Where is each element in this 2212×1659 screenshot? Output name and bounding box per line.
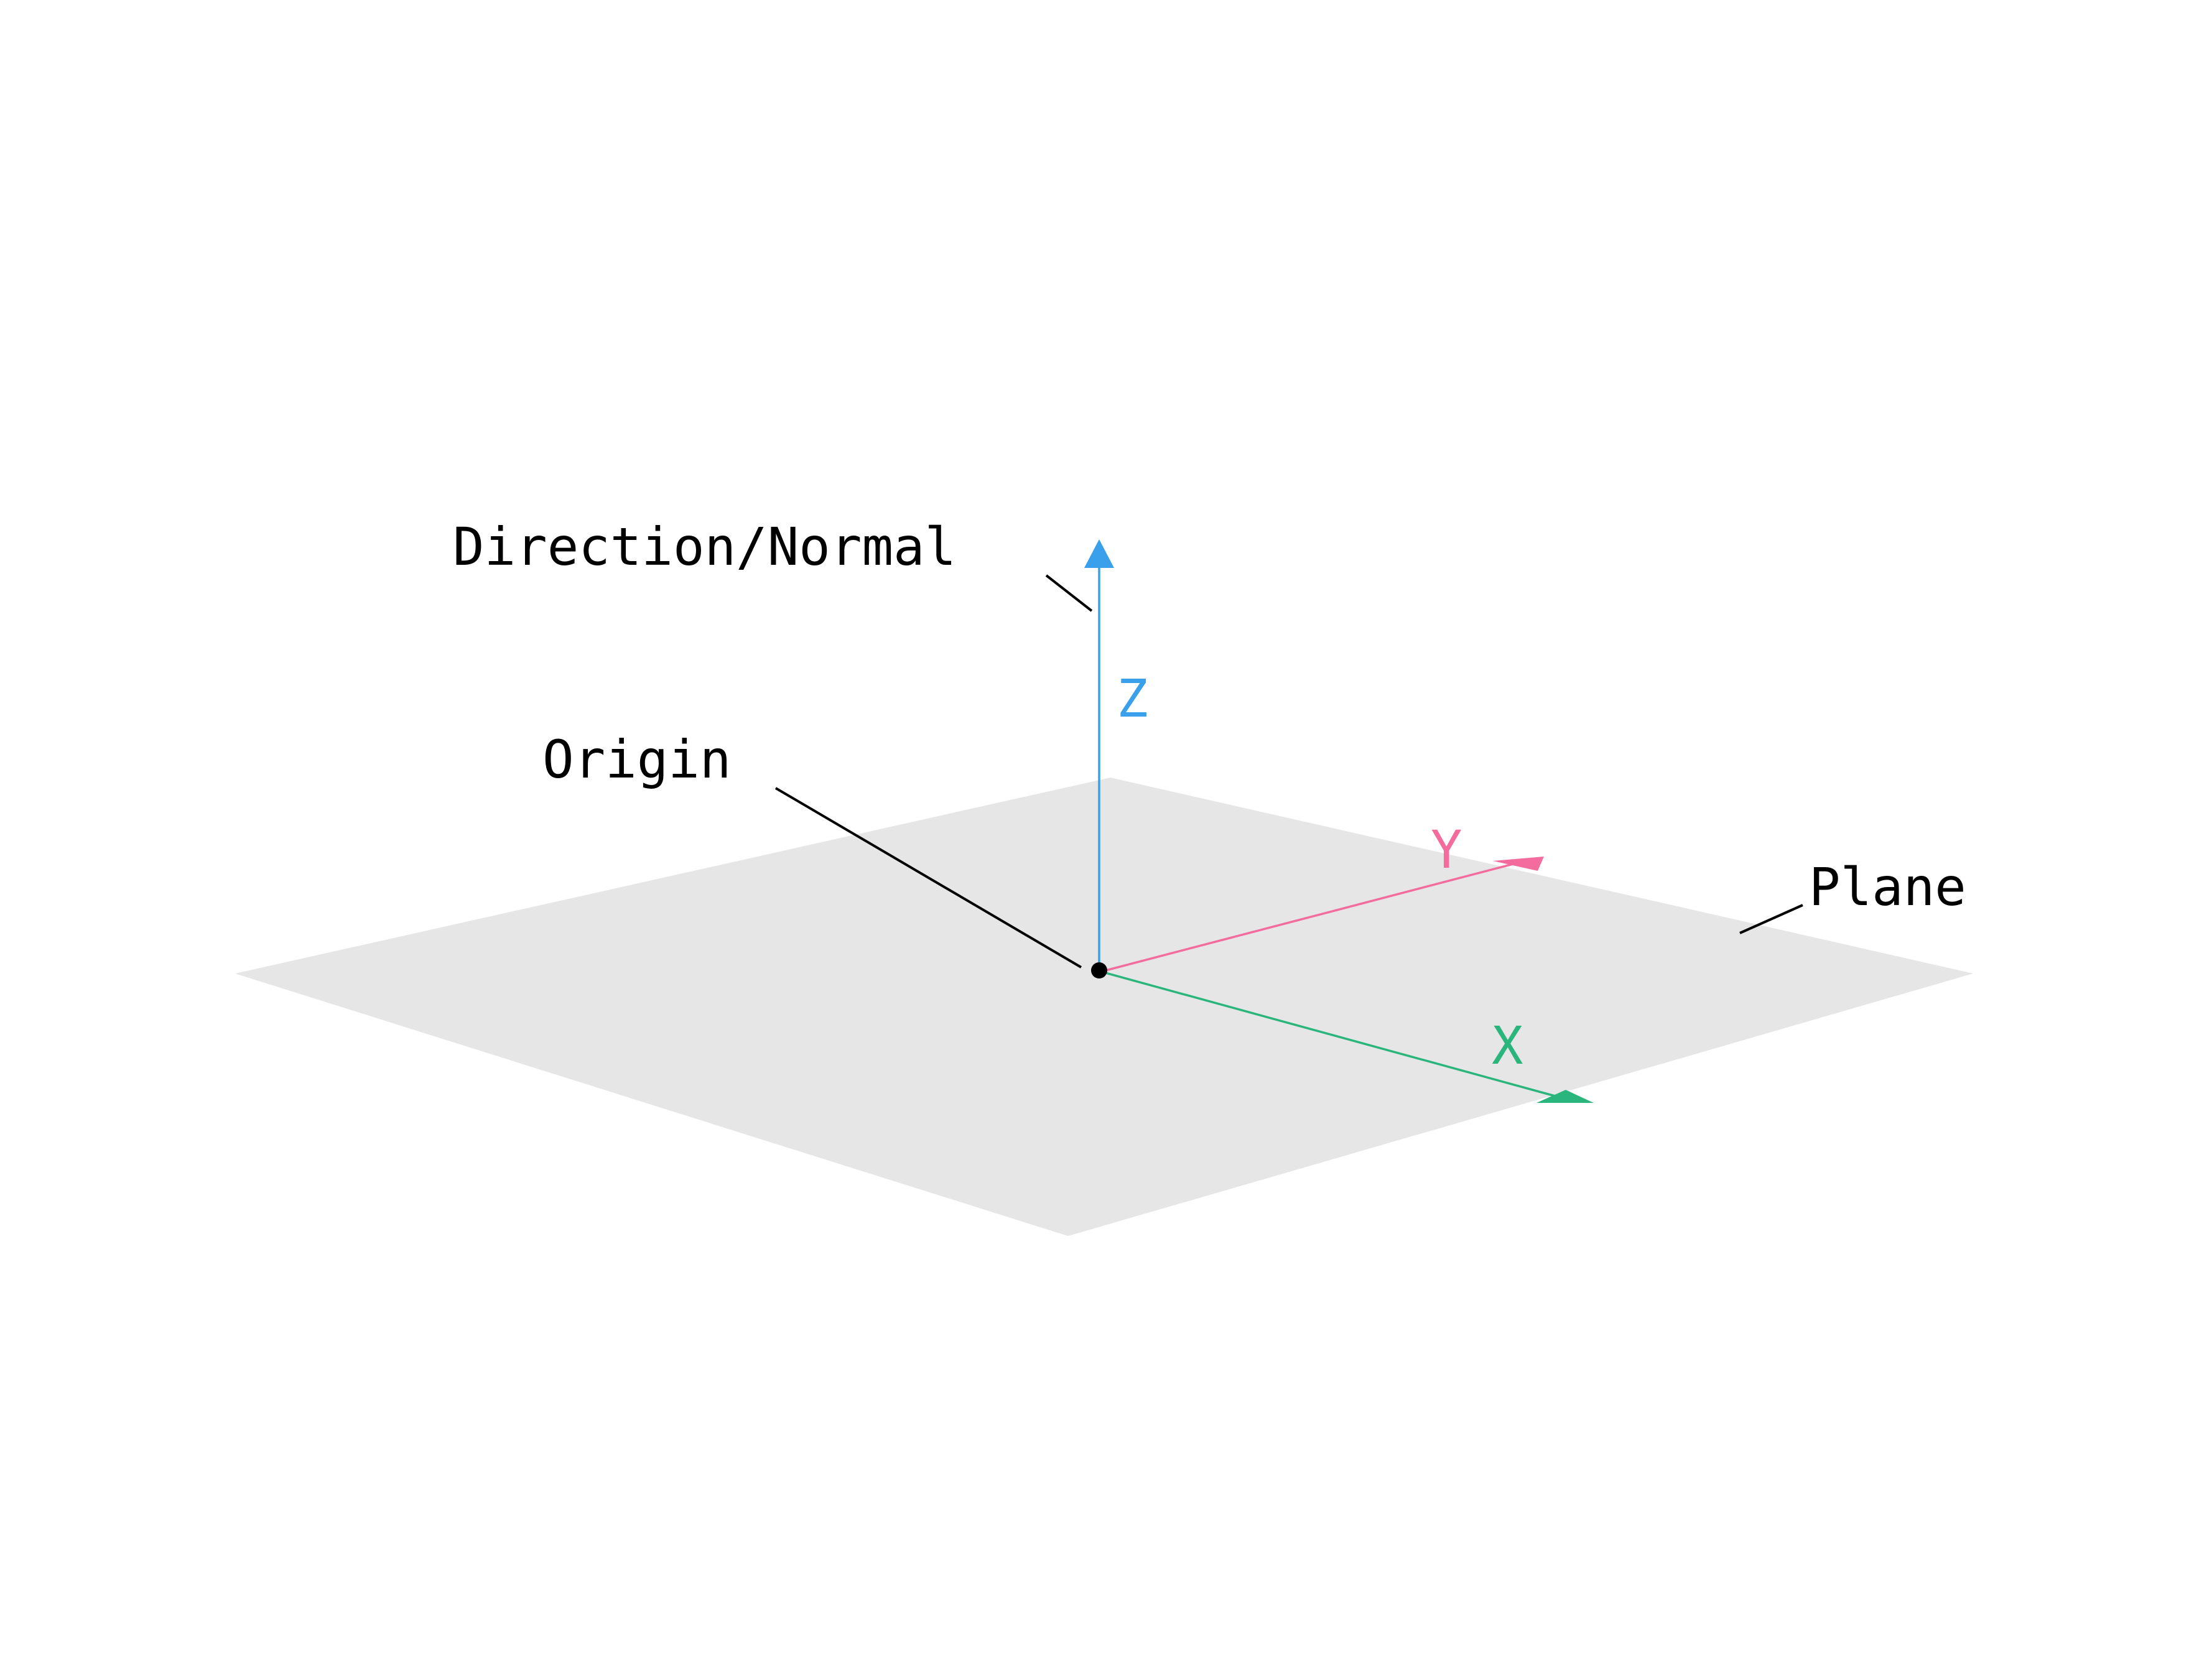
plane-leader-line [1739, 904, 1803, 934]
y-arrowhead [1493, 857, 1544, 871]
x-axis-label: X [1492, 1015, 1523, 1076]
x-axis [1100, 970, 1594, 1103]
direction-normal-leader-line [1045, 574, 1093, 612]
origin-point [1091, 962, 1107, 978]
y-axis [1100, 857, 1544, 973]
direction-normal-label: Direction/Normal [453, 516, 956, 577]
plane-label: Plane [1809, 857, 1966, 918]
origin-leader-line [774, 787, 1082, 969]
origin-label: Origin [542, 729, 731, 790]
plane-surface [235, 778, 1973, 1236]
z-axis [1084, 539, 1114, 972]
x-arrowhead [1536, 1090, 1594, 1103]
z-arrowhead [1084, 539, 1114, 568]
y-axis-label: Y [1431, 819, 1462, 880]
z-axis-label: Z [1117, 668, 1148, 729]
